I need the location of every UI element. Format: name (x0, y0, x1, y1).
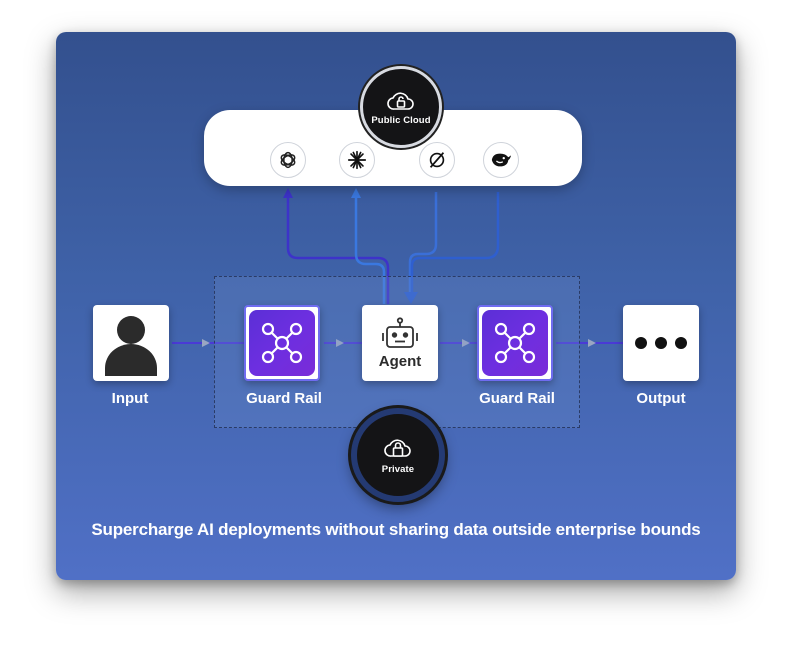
flow-arrowhead-2 (336, 339, 344, 347)
output-label: Output (636, 390, 686, 407)
network-icon (494, 322, 536, 364)
public-cloud-label: Public Cloud (371, 114, 431, 126)
anthropic-icon[interactable] (339, 142, 375, 178)
private-label: Private (381, 463, 415, 475)
arrow-agent-to-provider-1 (286, 194, 390, 304)
agent-label: Agent (378, 352, 422, 370)
guard-rail-label-1: Guard Rail (246, 390, 322, 407)
arrowhead-provider-2 (351, 188, 361, 198)
grok-icon[interactable] (419, 142, 455, 178)
private-badge: Private (351, 408, 445, 502)
cloud-lock-icon (384, 438, 411, 457)
agent-node[interactable]: Agent (362, 305, 438, 381)
openai-icon[interactable] (270, 142, 306, 178)
cloud-lock-icon (387, 91, 414, 110)
flow-arrowhead-4 (588, 339, 596, 347)
network-icon (261, 322, 303, 364)
output-node[interactable] (623, 305, 699, 381)
input-label: Input (111, 390, 149, 407)
arrow-provider-3-to-agent (408, 192, 438, 296)
tagline: Supercharge AI deployments without shari… (91, 520, 701, 539)
guard-rail-node-2[interactable] (477, 305, 553, 381)
input-node[interactable] (93, 305, 169, 381)
ellipsis-icon (635, 337, 687, 349)
arrowhead-agent (404, 292, 418, 304)
flow-arrowhead-3 (462, 339, 470, 347)
arrow-provider-4-to-agent (410, 192, 500, 296)
arrowhead-provider-1 (283, 188, 293, 198)
guard-rail-node-1[interactable] (244, 305, 320, 381)
robot-icon (382, 316, 418, 348)
person-icon (105, 316, 157, 376)
public-cloud-badge: Public Cloud (360, 66, 442, 148)
flow-arrowhead-1 (202, 339, 210, 347)
guard-rail-label-2: Guard Rail (479, 390, 555, 407)
deepseek-icon[interactable] (483, 142, 519, 178)
arrow-agent-to-provider-2 (354, 194, 386, 304)
